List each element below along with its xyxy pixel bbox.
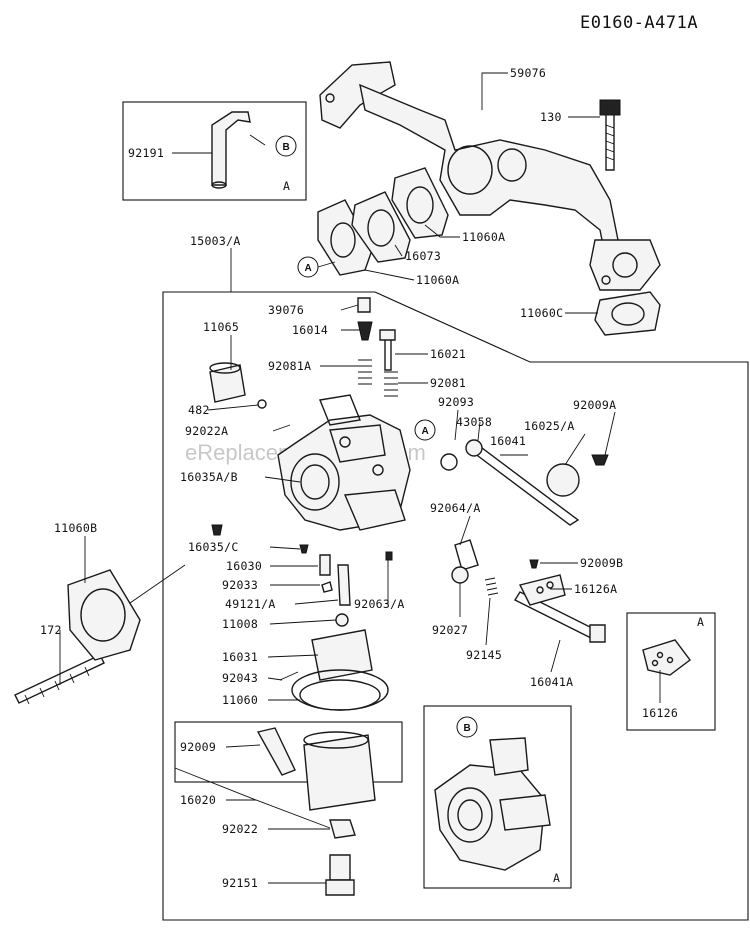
label-92093: 92093	[438, 395, 474, 409]
jets	[211, 524, 393, 627]
throttle-shaft	[440, 439, 609, 526]
label-11060a-1: 11060A	[462, 230, 505, 244]
callout-b-tube: B	[275, 135, 297, 157]
callout-b-inset: B	[456, 716, 478, 738]
callout-a-carb: A	[414, 419, 436, 441]
label-92063a: 92063/A	[354, 597, 405, 611]
label-11060b: 11060B	[54, 521, 97, 535]
label-16126a: 16126A	[574, 582, 617, 596]
inset-tag-a-plate: A	[697, 615, 704, 629]
stud-172	[14, 654, 105, 705]
label-11008: 11008	[222, 617, 258, 631]
label-92009b: 92009B	[580, 556, 623, 570]
idle-screw-parts	[451, 539, 499, 596]
label-92009a: 92009A	[573, 398, 616, 412]
pilot-screws	[357, 297, 398, 397]
label-39076: 39076	[268, 303, 304, 317]
inset-box-filter	[174, 721, 403, 783]
svg-text:B: B	[464, 723, 471, 734]
diagram-code: E0160-A471A	[580, 13, 698, 33]
label-482: 482	[188, 403, 210, 417]
svg-text:B: B	[283, 142, 290, 153]
label-92043: 92043	[222, 671, 258, 685]
leader-lines	[59, 72, 661, 884]
label-11060c: 11060C	[520, 306, 563, 320]
carburetor-body	[277, 394, 411, 531]
label-16041a: 16041A	[530, 675, 573, 689]
label-16035c: 16035/C	[188, 540, 239, 554]
label-16020: 16020	[180, 793, 216, 807]
gaskets-11060a-16073	[317, 167, 449, 276]
label-16025a: 16025/A	[524, 419, 575, 433]
gasket-11060b	[67, 569, 141, 661]
label-16030: 16030	[226, 559, 262, 573]
label-49121a: 49121/A	[225, 597, 276, 611]
label-92022a: 92022A	[185, 424, 228, 438]
label-16014: 16014	[292, 323, 328, 337]
bolt-130	[599, 99, 621, 171]
float-and-gasket	[279, 629, 389, 711]
label-92081: 92081	[430, 376, 466, 390]
label-16073: 16073	[405, 249, 441, 263]
label-92145: 92145	[466, 648, 502, 662]
tube-92191	[211, 111, 251, 189]
label-92064a: 92064/A	[430, 501, 481, 515]
label-16126: 16126	[642, 706, 678, 720]
inset-tag-a-tube: A	[283, 179, 290, 193]
label-130: 130	[540, 110, 562, 124]
intake-manifold	[319, 61, 661, 291]
svg-text:A: A	[305, 263, 312, 274]
label-92191: 92191	[128, 146, 164, 160]
choke-shaft	[513, 559, 606, 643]
label-16031: 16031	[222, 650, 258, 664]
label-92009: 92009	[180, 740, 216, 754]
plate-16126	[642, 639, 691, 676]
label-172: 172	[40, 623, 62, 637]
label-92027: 92027	[432, 623, 468, 637]
label-43058: 43058	[456, 415, 492, 429]
carburetor-view-b	[434, 737, 551, 871]
inset-box-carb-view	[423, 705, 572, 889]
label-92022: 92022	[222, 822, 258, 836]
label-92033: 92033	[222, 578, 258, 592]
label-11060a-2: 11060A	[416, 273, 459, 287]
label-15003a: 15003/A	[190, 234, 241, 248]
callout-a-manifold: A	[297, 256, 319, 278]
label-16021: 16021	[430, 347, 466, 361]
air-filter-element	[256, 727, 376, 896]
assembly-boundary	[162, 291, 749, 921]
inset-tag-a-carb: A	[553, 871, 560, 885]
label-59076: 59076	[510, 66, 546, 80]
inset-box-92191	[122, 101, 307, 201]
gasket-11060c	[594, 291, 661, 336]
label-92151: 92151	[222, 876, 258, 890]
label-11065: 11065	[203, 320, 239, 334]
label-11060: 11060	[222, 693, 258, 707]
cap-11065	[209, 362, 267, 409]
svg-text:A: A	[422, 426, 429, 437]
label-16035ab: 16035A/B	[180, 470, 238, 484]
label-92081a: 92081A	[268, 359, 311, 373]
inset-box-16126	[626, 612, 716, 731]
label-16041: 16041	[490, 434, 526, 448]
